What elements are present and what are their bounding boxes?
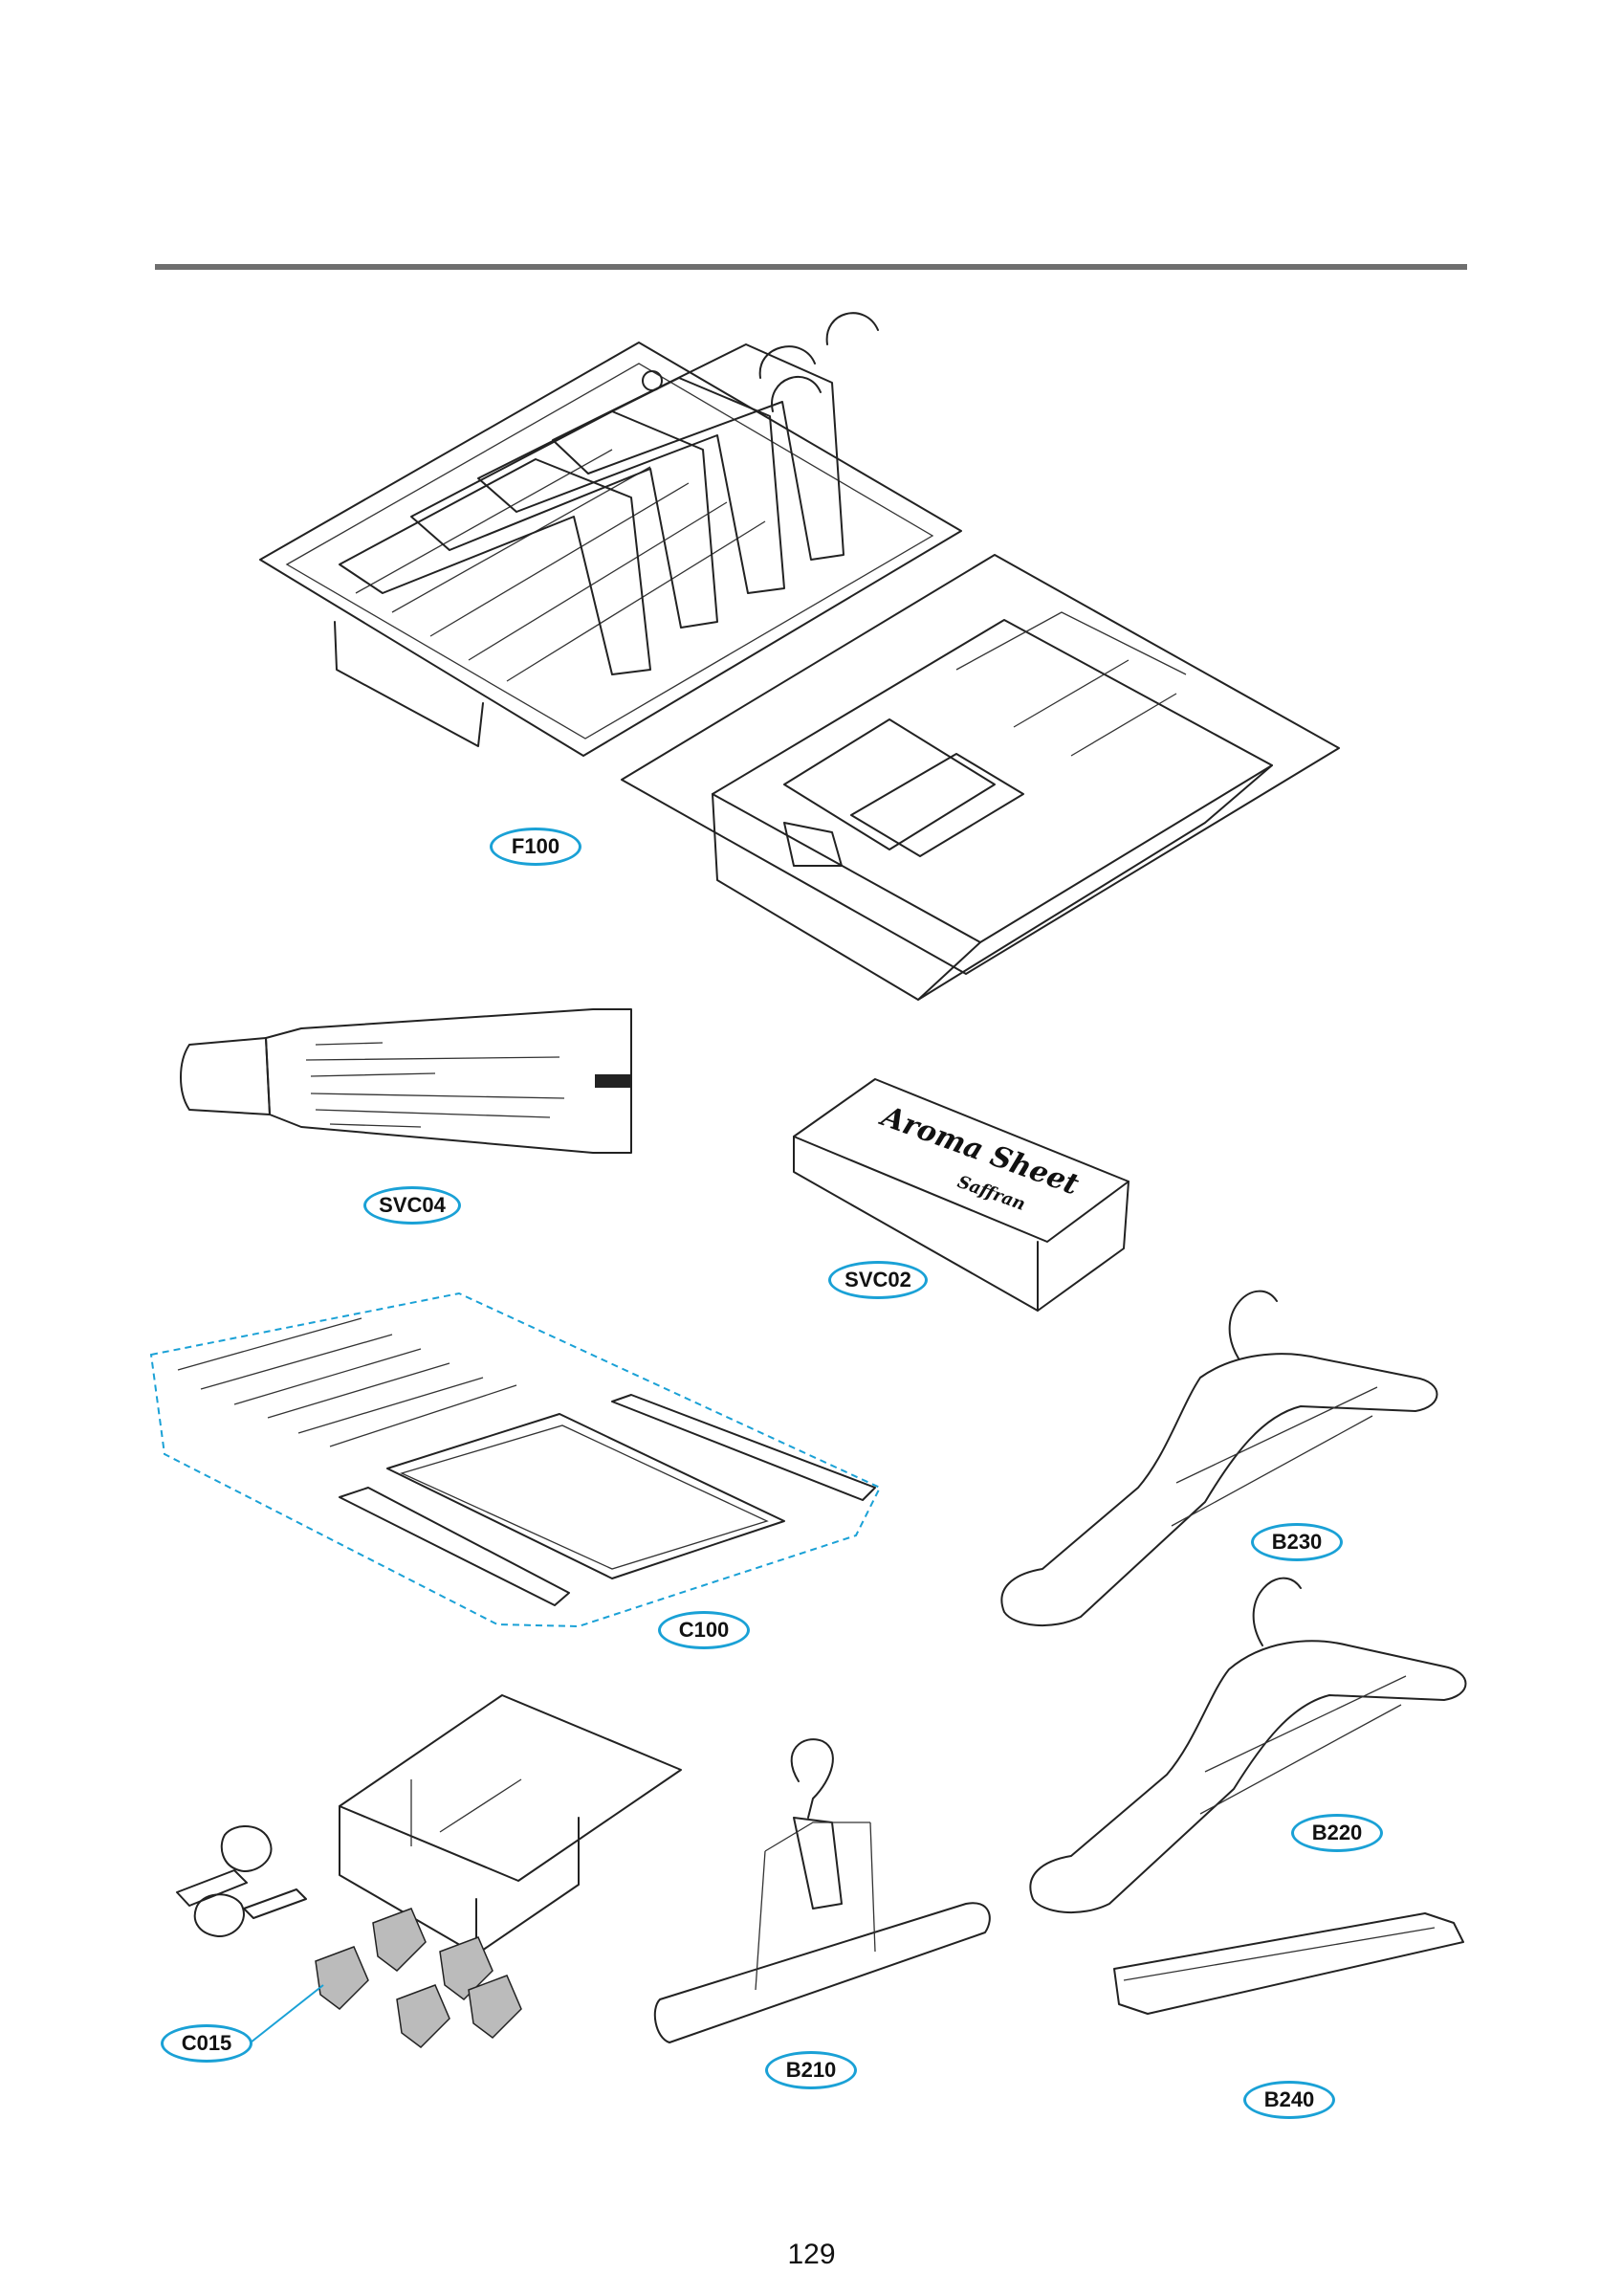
b230-hanger-illustration	[1000, 1290, 1438, 1627]
svc02-box-illustration	[793, 1078, 1130, 1312]
callout-c100: C100	[658, 1611, 750, 1649]
header-rule	[155, 264, 1467, 270]
callout-b210: B210	[765, 2051, 857, 2089]
callout-c015: C015	[161, 2024, 252, 2063]
b240-bar-illustration	[1113, 1912, 1464, 2015]
svc04-tube-illustration	[180, 1008, 632, 1154]
b220-hanger-illustration	[1029, 1577, 1467, 1914]
callout-b230: B230	[1251, 1523, 1343, 1561]
callout-svc04: SVC04	[363, 1186, 461, 1225]
callout-b240: B240	[1243, 2081, 1335, 2119]
c100-frame-illustration	[149, 1292, 882, 1628]
callout-f100: F100	[490, 828, 581, 866]
callout-svc02: SVC02	[828, 1261, 928, 1299]
page-number: 129	[787, 2239, 836, 2270]
callout-b220: B220	[1291, 1814, 1383, 1852]
c015-parts-illustration	[176, 1694, 682, 2048]
b210-hanger-illustration	[653, 1738, 991, 2043]
f100-tray-illustration	[259, 312, 1340, 1001]
